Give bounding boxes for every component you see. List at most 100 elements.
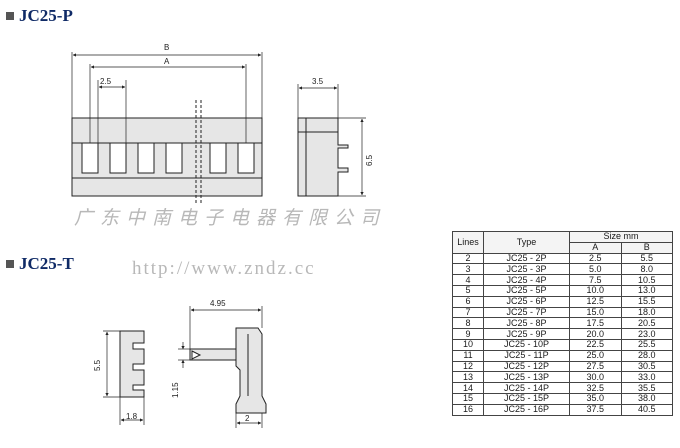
- cell-a: 7.5: [569, 274, 622, 286]
- cell-type: JC25 - 5P: [483, 284, 570, 297]
- cell-a: 32.5: [569, 382, 622, 394]
- cell-lines: 6: [452, 295, 484, 308]
- cell-b: 8.0: [620, 263, 673, 276]
- cell-a: 27.5: [569, 360, 622, 373]
- cell-type: JC25 - 6P: [483, 295, 570, 308]
- jc25-t-heading: JC25-T: [6, 254, 74, 274]
- cell-b: 30.5: [620, 360, 673, 373]
- jc25-p-title: JC25-P: [19, 6, 73, 25]
- cell-lines: 11: [452, 349, 484, 362]
- dimension-t-width-right-label: 2: [245, 414, 250, 423]
- bullet-square-icon: [6, 12, 14, 20]
- url-watermark: http://www.zndz.cc: [132, 258, 316, 279]
- dimension-t-width-left: [119, 397, 145, 425]
- cell-a: 25.0: [569, 349, 622, 362]
- cell-type: JC25 - 10P: [483, 338, 570, 351]
- dimension-t-tab-label: 1.15: [171, 382, 180, 398]
- cell-type: JC25 - 11P: [483, 349, 570, 362]
- cell-type: JC25 - 15P: [483, 392, 570, 405]
- cell-b: 33.0: [620, 371, 673, 384]
- slot-cutouts: [81, 142, 255, 174]
- dimension-pitch: [97, 80, 127, 143]
- cell-b: 10.5: [620, 274, 673, 286]
- cell-type: JC25 - 3P: [483, 263, 570, 276]
- cell-lines: 5: [452, 284, 484, 297]
- cell-lines: 7: [452, 306, 484, 319]
- cell-type: JC25 - 16P: [483, 403, 570, 416]
- header-type: Type: [483, 231, 570, 254]
- jc25-p-front-view: [71, 100, 263, 205]
- cell-a: 5.0: [569, 263, 622, 276]
- jc25-p-heading: JC25-P: [6, 6, 73, 26]
- jc25-t-title: JC25-T: [19, 254, 74, 273]
- cell-lines: 9: [452, 328, 484, 340]
- dimension-t-tab: [178, 342, 190, 368]
- cell-type: JC25 - 12P: [483, 360, 570, 373]
- dimension-height: [338, 117, 366, 197]
- cell-a: 12.5: [569, 295, 622, 308]
- cell-a: 15.0: [569, 306, 622, 319]
- table-subheader-row: A B: [453, 241, 673, 254]
- cell-lines: 3: [452, 263, 484, 276]
- cell-lines: 4: [452, 274, 484, 286]
- cell-a: 17.5: [569, 317, 622, 330]
- header-b: B: [620, 241, 673, 254]
- table-header-row: Lines Type Size mm: [452, 231, 673, 254]
- cell-b: 20.5: [620, 317, 673, 330]
- cell-b: 38.0: [620, 392, 673, 405]
- jc25-p-side-view: [297, 117, 349, 197]
- dimension-t-width-right: [235, 413, 263, 428]
- cell-type: JC25 - 14P: [483, 382, 570, 394]
- cell-lines: 14: [452, 382, 484, 394]
- cell-type: JC25 - 8P: [483, 317, 570, 330]
- cell-b: 28.0: [620, 349, 673, 362]
- cell-lines: 2: [452, 252, 484, 265]
- cell-type: JC25 - 13P: [483, 371, 570, 384]
- cell-b: 25.5: [620, 338, 673, 351]
- dimension-t-height: [103, 330, 120, 398]
- header-a: A: [569, 241, 622, 254]
- cell-lines: 16: [452, 403, 484, 416]
- bullet-square-icon: [6, 260, 14, 268]
- break-lines: [195, 100, 202, 205]
- cell-lines: 15: [452, 392, 484, 405]
- dimension-depth-label: 3.5: [312, 77, 324, 86]
- dimension-t-length-label: 4.95: [210, 299, 226, 308]
- cell-type: JC25 - 7P: [483, 306, 570, 319]
- cell-lines: 12: [452, 360, 484, 373]
- cell-lines: 8: [452, 317, 484, 330]
- jc25-t-housing-view: [119, 330, 145, 398]
- cell-b: 18.0: [620, 306, 673, 319]
- cell-a: 2.5: [569, 252, 622, 265]
- dimension-t-length: [189, 306, 263, 349]
- cell-b: 40.5: [620, 403, 673, 416]
- cell-b: 5.5: [620, 252, 673, 265]
- cell-lines: 13: [452, 371, 484, 384]
- cell-a: 30.0: [569, 371, 622, 384]
- cell-a: 20.0: [569, 328, 622, 340]
- cell-lines: 10: [452, 338, 484, 351]
- header-lines: Lines: [452, 231, 484, 254]
- cell-a: 22.5: [569, 338, 622, 351]
- jc25-t-terminal-view: [189, 327, 267, 414]
- dimension-a: [89, 64, 247, 143]
- header-size: Size mm: [569, 231, 673, 243]
- dimension-pitch-label: 2.5: [100, 77, 112, 86]
- dimension-depth: [297, 84, 339, 118]
- cell-b: 35.5: [620, 382, 673, 394]
- company-watermark: 广东中南电子电器有限公司: [74, 207, 387, 229]
